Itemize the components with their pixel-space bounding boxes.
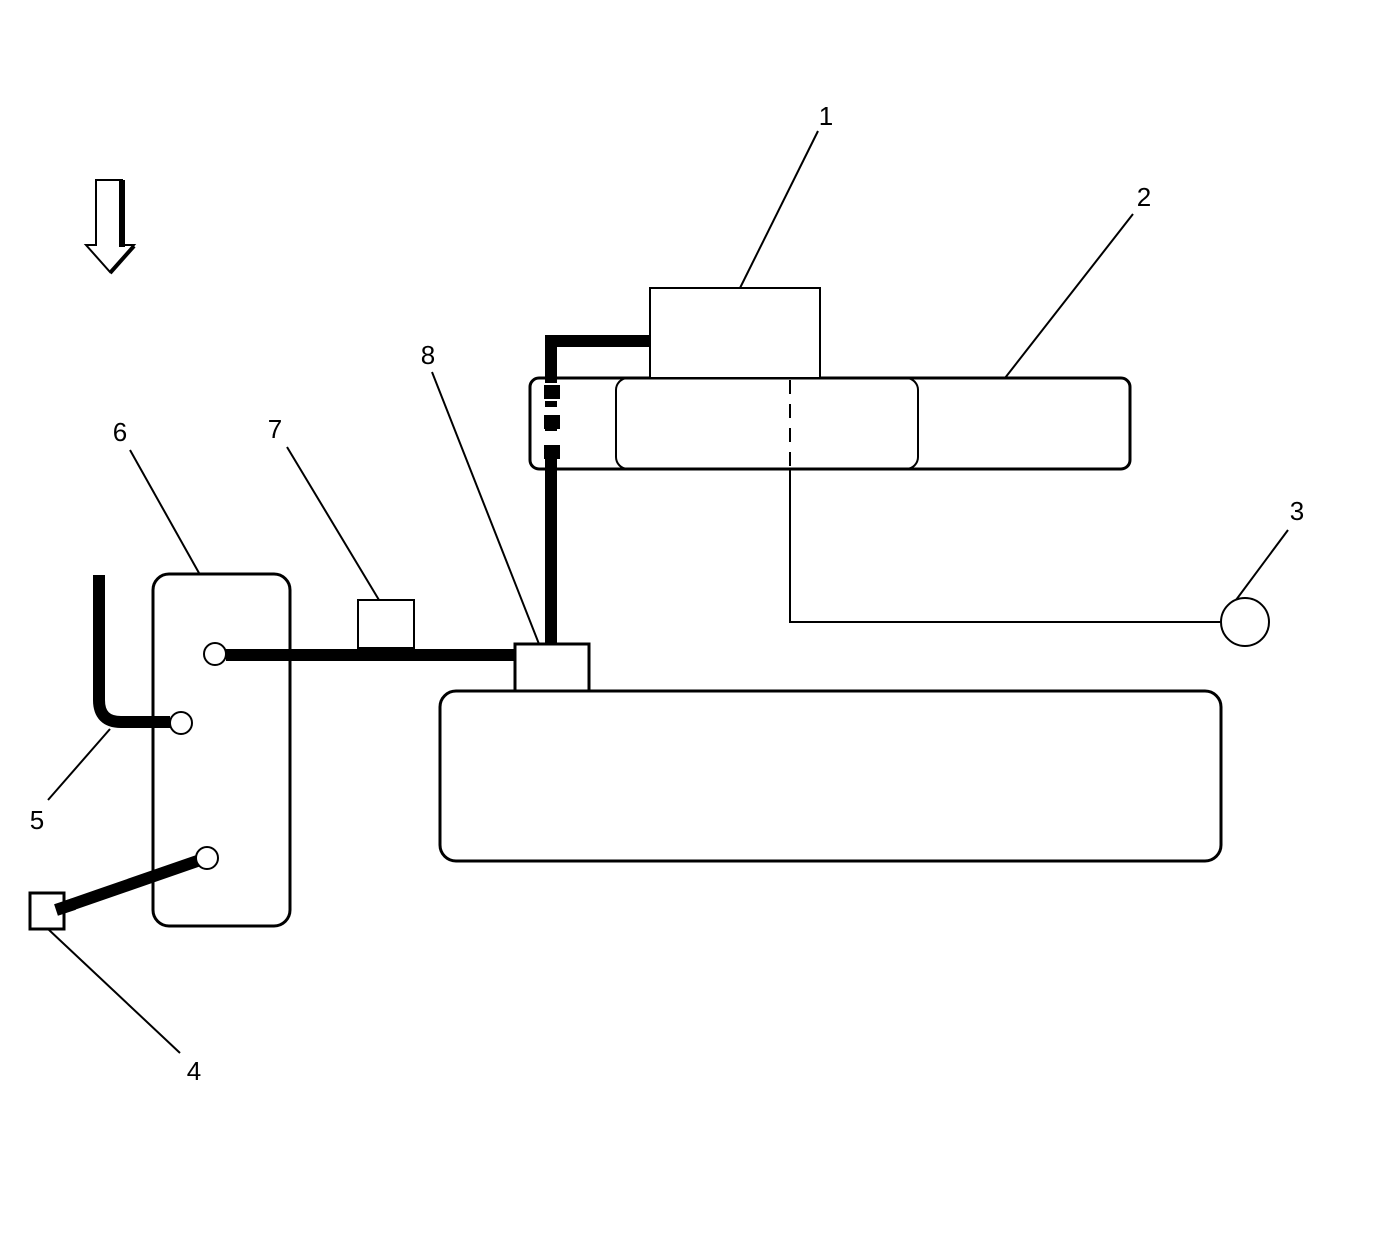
callout-2: 2: [1137, 182, 1151, 212]
callout-8: 8: [421, 340, 435, 370]
leader-5: [47, 728, 111, 801]
component-4-lead: [54, 852, 208, 916]
component-5-hose: [93, 575, 170, 728]
callout-3: 3: [1290, 496, 1304, 526]
wire-to-component-3: [789, 469, 1220, 623]
leader-4: [47, 928, 181, 1054]
callout-4: 4: [187, 1056, 201, 1086]
component-3-circle: [1220, 597, 1270, 647]
port-middle: [169, 711, 193, 735]
port-lower: [195, 846, 219, 870]
component-4-lead-tip: [54, 898, 76, 916]
component-2-module: [528, 376, 1132, 471]
leader-2: [1004, 213, 1134, 379]
component-1-box: [649, 287, 821, 379]
lower-main-module: [438, 689, 1223, 863]
callout-1: 1: [819, 101, 833, 131]
leader-8: [431, 371, 540, 645]
callout-7: 7: [268, 414, 282, 444]
leader-lines: [47, 130, 1289, 1054]
down-arrow-icon: [83, 179, 137, 275]
leader-7: [286, 446, 380, 601]
component-7-box: [357, 599, 415, 649]
leader-1: [739, 130, 819, 289]
leader-6: [129, 449, 200, 574]
port-upper: [203, 642, 227, 666]
component-8-connector: [513, 642, 591, 693]
leader-3: [1235, 529, 1289, 601]
vertical-harness: [540, 335, 650, 645]
component-6-panel: [151, 572, 292, 928]
callout-6: 6: [113, 417, 127, 447]
callout-5: 5: [30, 805, 44, 835]
